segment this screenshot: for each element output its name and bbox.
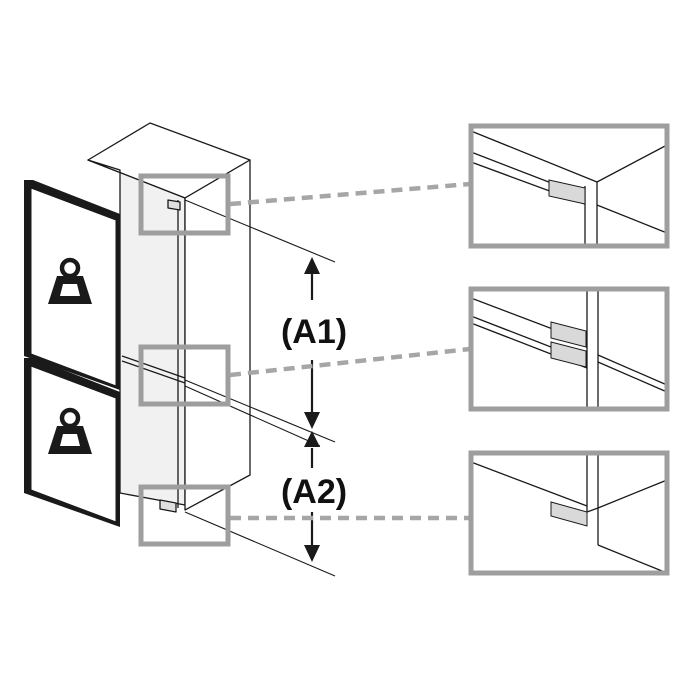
appliance-cabinet xyxy=(87,122,251,513)
upper-door-panel xyxy=(24,180,120,390)
highlight-frame-bottom xyxy=(138,484,231,547)
detail-callout-top xyxy=(468,123,670,249)
weight-icon xyxy=(48,407,92,454)
detail-callout-bottom xyxy=(468,450,670,576)
callout-connectors xyxy=(229,181,471,521)
weight-icon xyxy=(48,257,92,304)
detail-callout-middle xyxy=(468,286,670,412)
highlight-frames xyxy=(138,173,231,547)
dimension-a1-label: (A1) xyxy=(281,313,347,351)
highlight-frame-top xyxy=(138,173,231,236)
dimension-a2-label: (A2) xyxy=(281,473,347,511)
dimension-a1-arrow xyxy=(304,257,320,429)
extension-lines xyxy=(184,199,336,577)
lower-door-panel xyxy=(24,358,120,527)
highlight-frame-middle xyxy=(138,344,231,407)
